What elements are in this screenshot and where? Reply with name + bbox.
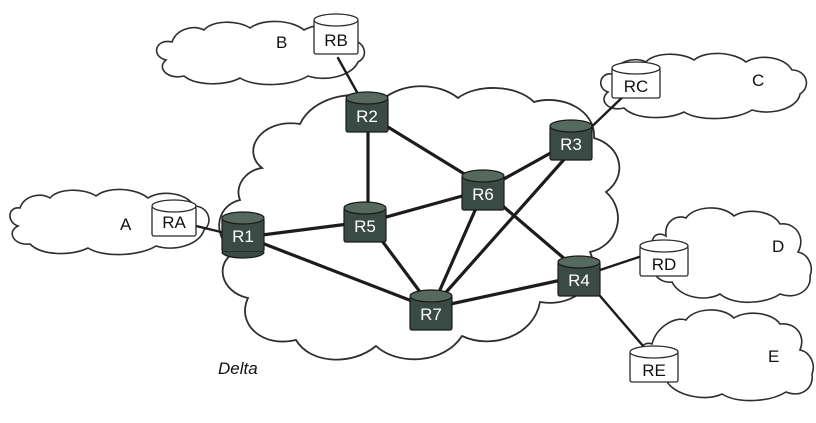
cloud-d [651, 207, 813, 304]
link-r3-r7 [430, 144, 578, 310]
edge-router-rb[interactable]: RB [313, 13, 359, 55]
router-r4[interactable]: R4 [557, 255, 601, 297]
router-r2[interactable]: R2 [345, 91, 389, 133]
edge-router-rb-label: RB [324, 31, 348, 50]
edge-router-re[interactable]: RE [629, 345, 679, 383]
router-r4-label: R4 [568, 271, 590, 290]
router-r5[interactable]: R5 [343, 201, 387, 243]
edge-router-rc[interactable]: RC [611, 61, 661, 99]
network-d-label: D [772, 237, 784, 256]
network-e-label: E [768, 347, 779, 366]
network-b-label: B [276, 33, 287, 52]
router-r6-label: R6 [472, 185, 494, 204]
edge-router-rc-label: RC [624, 77, 649, 96]
router-r2-label: R2 [356, 107, 378, 126]
delta-label: Delta [218, 359, 258, 378]
router-r5-label: R5 [354, 217, 376, 236]
router-r1-label: R1 [232, 227, 254, 246]
router-r3-label: R3 [560, 135, 582, 154]
network-a-label: A [120, 215, 132, 234]
router-r7[interactable]: R7 [409, 289, 453, 331]
router-r3[interactable]: R3 [549, 119, 593, 161]
network-c-label: C [752, 71, 764, 90]
link-r1-r7 [252, 238, 432, 310]
edge-router-ra-label: RA [162, 213, 186, 232]
edge-router-rd-label: RD [652, 255, 677, 274]
edge-router-ra[interactable]: RA [151, 199, 197, 237]
cloud-b [155, 20, 366, 86]
router-r6[interactable]: R6 [461, 169, 505, 211]
edge-router-re-label: RE [642, 361, 666, 380]
edge-router-rd[interactable]: RD [639, 239, 689, 277]
link-r7-r4 [430, 274, 582, 310]
router-r7-label: R7 [420, 305, 442, 324]
router-r1[interactable]: R1 [221, 211, 265, 259]
